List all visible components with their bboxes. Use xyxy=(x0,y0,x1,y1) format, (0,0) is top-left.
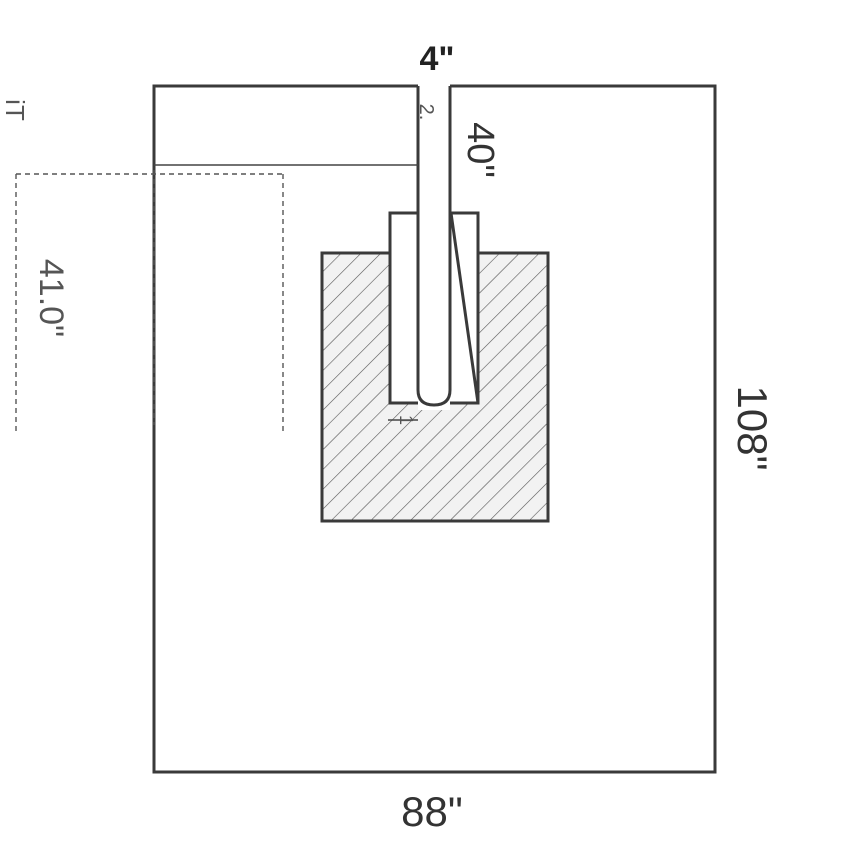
slit-channel xyxy=(418,80,450,410)
top-left-fragment-label: iT xyxy=(0,99,30,121)
side-dimension-label: 41.0" xyxy=(32,259,70,337)
left-dashed-bracket xyxy=(15,173,284,432)
slit-small-mark: 2. xyxy=(415,104,437,121)
slit-length-label: 40" xyxy=(459,122,501,178)
slit-edges xyxy=(416,86,452,407)
slit-width-label: 4" xyxy=(419,40,454,78)
sheet-length-label: 108" xyxy=(729,386,776,471)
slit-surround xyxy=(388,211,480,404)
sheet-width-label: 88" xyxy=(401,788,463,835)
bottom-bracket-mark: 1 xyxy=(396,415,416,425)
